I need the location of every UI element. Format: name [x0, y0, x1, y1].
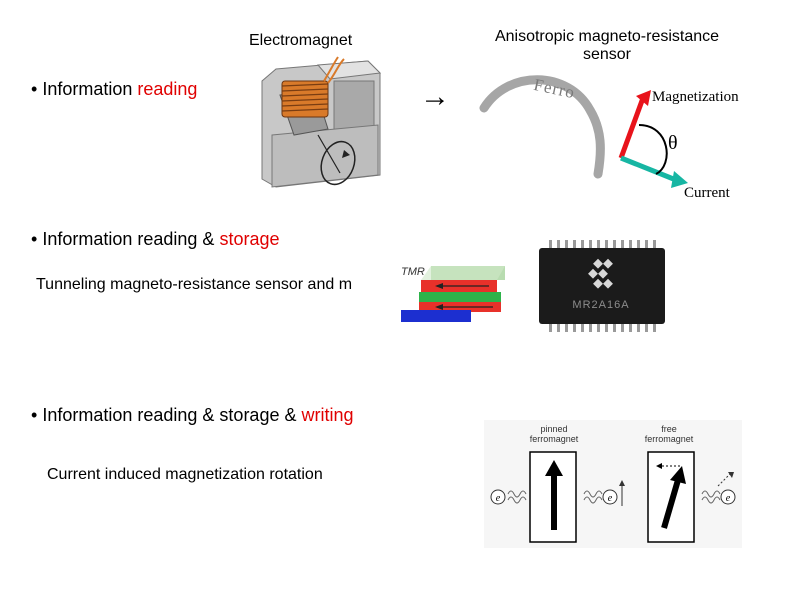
theta-arc: [638, 124, 668, 175]
heading-highlight: reading: [137, 79, 198, 99]
electron-symbol: e: [608, 493, 613, 504]
electron-icon: [490, 489, 506, 505]
heading-text: Information reading & storage &: [42, 405, 297, 425]
electron-icon: [720, 489, 736, 505]
spin-tilted-icon: [717, 473, 731, 487]
magnetization-vector: [618, 97, 646, 159]
coil-icon: [281, 56, 345, 118]
electron-symbol: e: [496, 493, 501, 504]
theta-label: θ: [668, 132, 678, 154]
bullet: •: [31, 79, 38, 99]
amr-label-line1: Anisotropic magneto-resistance: [494, 28, 720, 45]
electron-symbol: e: [726, 493, 731, 504]
spin-transfer-drawing: e e e: [490, 451, 736, 543]
current-label: Current: [684, 185, 730, 201]
pinned-line1: pinned: [540, 424, 568, 434]
free-ferromagnet-label: free ferromagnet: [639, 424, 699, 444]
current-vector: [620, 155, 677, 183]
free-magnetization-arrow: [661, 479, 681, 529]
free-line2: ferromagnet: [644, 434, 694, 444]
tmr-stack-illustration: TMR: [401, 266, 505, 322]
magnetization-label: Magnetization: [652, 89, 739, 105]
electromagnet-illustration: [261, 56, 382, 188]
free-line1: free: [661, 424, 677, 434]
electron-wave-icon: [507, 490, 721, 504]
bullet: •: [31, 405, 38, 425]
ferro-strip: [479, 75, 605, 179]
freescale-logo-icon: [588, 258, 613, 289]
tmr-label: TMR: [401, 266, 425, 278]
tmr-caption: Tunneling magneto-resistance sensor and …: [36, 276, 353, 293]
spin-transfer-diagram: pinned ferromagnet free ferromagnet e e …: [484, 420, 742, 548]
section1-heading: • Information reading: [31, 79, 197, 100]
chip-part-number: MR2A16A: [572, 299, 629, 311]
amr-label-line2: sensor: [582, 46, 632, 63]
flow-arrow-icon: →: [420, 80, 450, 113]
amr-diagram: [479, 75, 688, 188]
magnetization-arrowhead-icon: [636, 90, 651, 106]
spin-torque-caption: Current induced magnetization rotation: [47, 466, 323, 483]
pinned-ferromagnet-label: pinned ferromagnet: [524, 424, 584, 444]
section3-heading: • Information reading & storage & writin…: [31, 405, 354, 426]
heading-text: Information reading &: [42, 229, 215, 249]
electromagnet-label: Electromagnet: [249, 32, 353, 49]
amr-sensor-label: Anisotropic magneto-resistance sensor: [462, 28, 752, 64]
heading-text: Information: [42, 79, 133, 99]
heading-highlight: writing: [301, 405, 354, 425]
heading-highlight: storage: [219, 229, 280, 249]
bullet: •: [31, 229, 38, 249]
mram-chip-illustration: MR2A16A: [539, 240, 665, 332]
current-arrowhead-icon: [671, 171, 688, 188]
section2-heading: • Information reading & storage: [31, 229, 280, 250]
electron-icon: [602, 489, 618, 505]
pinned-line2: ferromagnet: [529, 434, 579, 444]
